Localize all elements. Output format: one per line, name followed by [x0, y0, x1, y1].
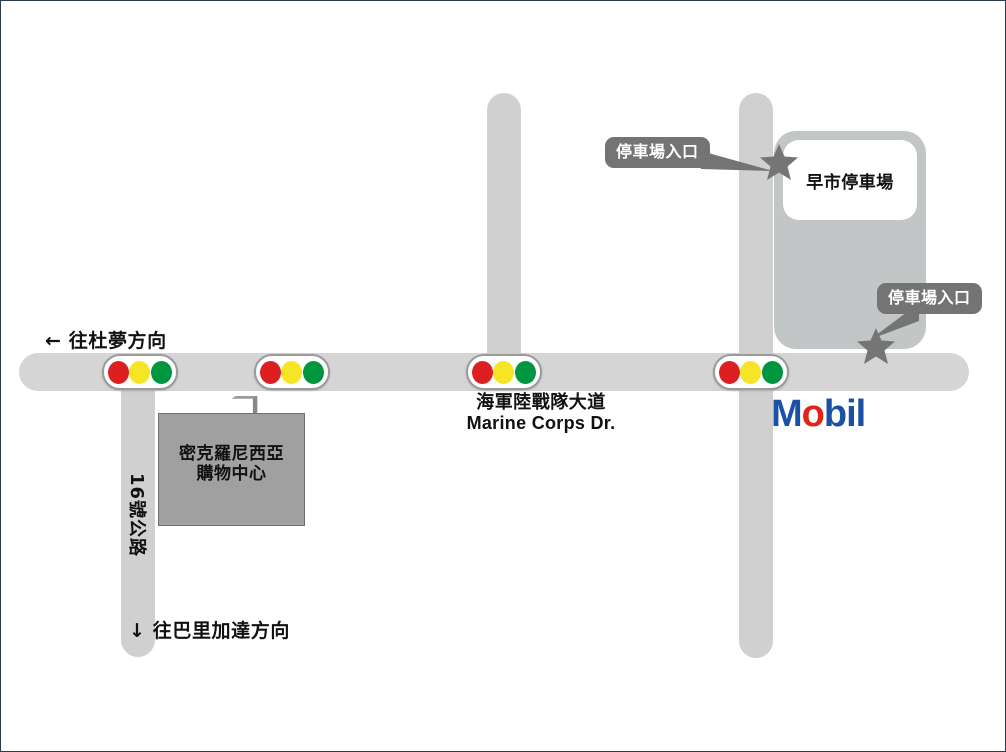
micronesia-mall-building: 密克羅尼西亞 購物中心 [158, 396, 333, 526]
arrow-left-icon: ← [45, 330, 62, 352]
traffic-light-red-bulb [260, 360, 282, 384]
traffic-light-yellow-bulb [281, 360, 303, 384]
traffic-light-1 [102, 354, 178, 390]
callout-parking-entrance-top: 停車場入口 [605, 137, 710, 168]
callout-parking-entrance-bottom: 停車場入口 [877, 283, 982, 314]
parking-entrance-star-top-icon [760, 144, 798, 180]
traffic-light-3 [466, 354, 542, 390]
traffic-light-yellow-bulb [493, 360, 515, 384]
mall-label: 密克羅尼西亞 購物中心 [158, 444, 305, 484]
road-route-16 [121, 371, 155, 657]
direction-label-barrigada: ↓ 往巴里加達方向 [129, 616, 290, 643]
parking-label-box: 早市停車場 [783, 140, 917, 220]
parking-lot-label: 早市停車場 [806, 172, 894, 193]
mall-label-line1: 密克羅尼西亞 [179, 444, 284, 464]
arrow-down-icon: ↓ [129, 620, 146, 642]
traffic-light-yellow-bulb [740, 360, 762, 384]
traffic-light-red-bulb [719, 360, 741, 384]
mall-front-face [158, 413, 305, 526]
direction-label-tumon-text: 往杜夢方向 [68, 330, 167, 352]
mall-label-line2: 購物中心 [196, 464, 267, 485]
mobil-logo-m: M [771, 393, 803, 435]
traffic-light-yellow-bulb [129, 360, 151, 384]
mall-3d-faces [231, 396, 258, 415]
callout-tail-top [701, 151, 773, 171]
street-name-chinese: 海軍陸戰隊大道 [476, 392, 606, 413]
traffic-light-red-bulb [108, 360, 130, 384]
mobil-logo-bil: bil [823, 393, 866, 435]
traffic-light-red-bulb [472, 360, 494, 384]
direction-label-barrigada-text: 往巴里加達方向 [152, 620, 290, 642]
mobil-logo: Mobil [771, 393, 866, 436]
street-name-marine-corps-dr: 海軍陸戰隊大道 Marine Corps Dr. [441, 392, 641, 434]
road-cross-street-middle [487, 93, 521, 383]
traffic-light-green-bulb [514, 360, 536, 384]
traffic-light-4 [713, 354, 789, 390]
parking-entrance-star-bottom-icon [857, 328, 895, 364]
traffic-light-green-bulb [302, 360, 324, 384]
direction-label-tumon: ← 往杜夢方向 [45, 326, 167, 353]
traffic-light-green-bulb [150, 360, 172, 384]
traffic-light-green-bulb [761, 360, 783, 384]
highway-label-route-16: 16號公路 [126, 473, 147, 558]
mobil-logo-o: o [801, 393, 825, 435]
traffic-light-2 [254, 354, 330, 390]
street-name-english: Marine Corps Dr. [466, 413, 616, 434]
